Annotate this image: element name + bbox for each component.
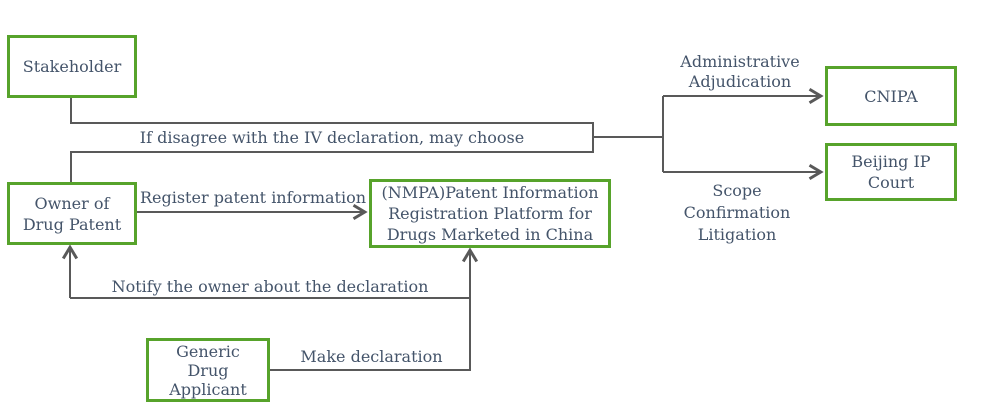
node-nmpa-platform: (NMPA)Patent Information Registration Pl…	[369, 179, 611, 248]
edge-label-scope-confirmation-litigation: Scope Confirmation Litigation	[683, 181, 791, 244]
node-stakeholder: Stakeholder	[7, 35, 137, 98]
edge-label-disagree: If disagree with the IV declaration, may…	[139, 127, 525, 147]
edge-make-declaration	[270, 298, 471, 371]
node-owner-of-drug-patent: Owner of Drug Patent	[7, 182, 137, 245]
node-beijing-ip-court: Beijing IP Court	[825, 143, 957, 201]
edge-label-make-declaration: Make declaration	[300, 346, 443, 366]
edge-label-administrative-adjudication: Administrative Adjudication	[680, 52, 800, 91]
node-cnipa: CNIPA	[825, 66, 957, 126]
node-generic-drug-applicant: Generic Drug Applicant	[146, 338, 270, 402]
edge-label-register-patent: Register patent information	[139, 187, 367, 207]
edge-label-notify-owner: Notify the owner about the declaration	[111, 276, 429, 296]
